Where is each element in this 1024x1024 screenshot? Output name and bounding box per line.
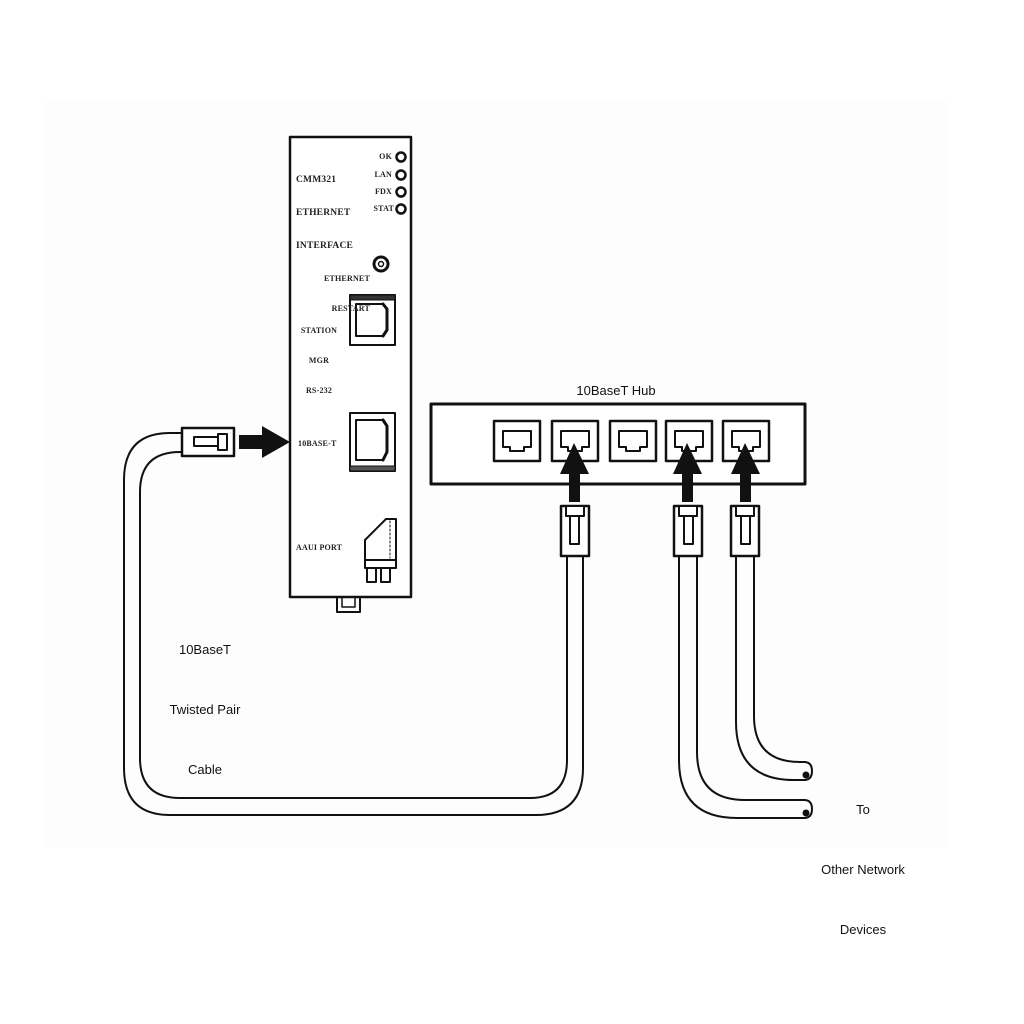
led-lan-icon bbox=[395, 169, 407, 181]
led-indicators bbox=[395, 151, 407, 215]
insert-arrows-hub-icon bbox=[560, 443, 760, 502]
restart-button-icon bbox=[372, 255, 390, 273]
cable-label-line-3: Cable bbox=[188, 762, 222, 777]
aaui-port-icon bbox=[364, 518, 397, 583]
module-name-line-2: ETHERNET bbox=[296, 208, 351, 218]
led-label-lan: LAN bbox=[374, 170, 392, 179]
twisted-pair-cable-device-1 bbox=[678, 555, 813, 819]
station-mgr-port-icon bbox=[349, 294, 396, 346]
ethernet-interface-module bbox=[288, 135, 413, 613]
hub-port-1-icon bbox=[492, 419, 542, 463]
station-mgr-label-line-1: STATION bbox=[300, 326, 338, 335]
insert-arrow-module-icon bbox=[239, 426, 290, 458]
led-label-ok: OK bbox=[379, 152, 392, 161]
led-label-stat: STAT bbox=[373, 204, 394, 213]
rj45-plug-module-icon bbox=[180, 426, 236, 458]
rj45-plug-port-4-icon bbox=[672, 504, 704, 558]
hub-ports bbox=[492, 419, 771, 463]
module-name-line-1: CMM321 bbox=[296, 175, 337, 185]
led-fdx-icon bbox=[395, 186, 407, 198]
cable-label: 10BaseT Twisted Pair Cable bbox=[150, 600, 260, 820]
rj45-plug-port-5-icon bbox=[729, 504, 761, 558]
twisted-pair-cable-main bbox=[123, 432, 584, 816]
destination-label-line-3: Devices bbox=[839, 922, 887, 937]
ethernet-port-label: 10BASE-T bbox=[298, 439, 337, 448]
station-mgr-port-label: STATION MGR RS-232 bbox=[294, 306, 344, 416]
ethernet-port-icon bbox=[349, 412, 396, 472]
led-ok-icon bbox=[395, 151, 407, 163]
station-mgr-label-line-2: MGR bbox=[308, 356, 330, 365]
module-name-line-3: INTERFACE bbox=[296, 241, 354, 251]
restart-button-label: ETHERNET RESTART bbox=[310, 254, 370, 334]
hub-port-3-icon bbox=[608, 419, 658, 463]
station-mgr-label-line-3: RS-232 bbox=[305, 386, 333, 395]
destination-label-line-1: To bbox=[856, 802, 870, 817]
twisted-pair-cable-device-2 bbox=[735, 555, 813, 781]
cable-label-line-2: Twisted Pair bbox=[169, 702, 241, 717]
led-stat-icon bbox=[395, 203, 407, 215]
hub-label: 10BaseT Hub bbox=[576, 383, 656, 398]
aaui-port-label: AAUI PORT bbox=[296, 543, 343, 552]
destination-label-line-2: Other Network bbox=[821, 862, 905, 877]
module-name: CMM321 ETHERNET INTERFACE bbox=[296, 153, 353, 274]
restart-label-line-1: ETHERNET bbox=[323, 274, 370, 283]
led-label-fdx: FDX bbox=[374, 187, 392, 196]
destination-label: To Other Network Devices bbox=[808, 760, 918, 980]
rj45-plug-port-2-icon bbox=[559, 504, 591, 558]
cable-label-line-1: 10BaseT bbox=[178, 642, 232, 657]
restart-label-line-2: RESTART bbox=[331, 304, 370, 313]
